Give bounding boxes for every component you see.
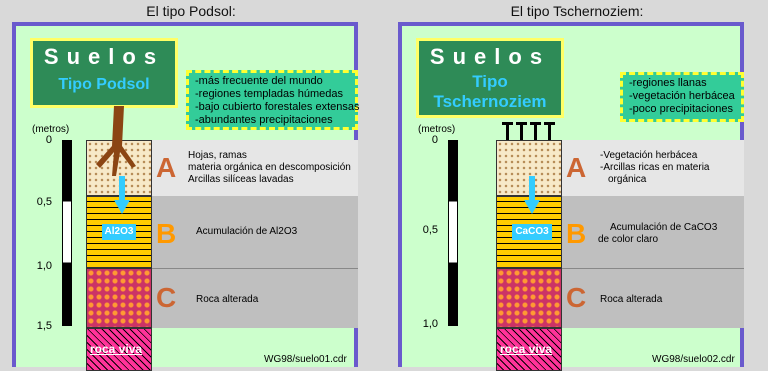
panel-podsol: El tipo Podsol: Suelos Tipo Podsol -más … xyxy=(0,0,382,371)
arrow-down-icon xyxy=(524,176,540,214)
panel-title: El tipo Tschernoziem: xyxy=(510,3,644,19)
note-line: -vegetación herbácea xyxy=(629,90,735,102)
note-line: -regiones templadas húmedas xyxy=(195,88,343,100)
horizon-letter: B xyxy=(566,218,587,249)
horizon-c-band xyxy=(562,268,744,328)
diagram-frame: Suelos Tipo Tschernoziem -regiones llana… xyxy=(398,22,744,371)
note-line: -más frecuente del mundo xyxy=(195,75,323,87)
chem-label: Al2O3 xyxy=(102,224,136,240)
credit: WG98/suelo01.cdr xyxy=(264,354,347,365)
logo-box: Suelos Tipo Podsol xyxy=(30,38,178,108)
diagram-frame: Suelos Tipo Podsol -más frecuente del mu… xyxy=(12,22,360,371)
bedrock xyxy=(86,328,152,371)
panel-tschernoziem: El tipo Tschernoziem: Suelos Tipo Tscher… xyxy=(386,0,768,371)
logo-title: Suelos xyxy=(429,44,551,69)
logo-subtitle: Tipo Tschernoziem xyxy=(433,72,547,111)
tick-label: 0,5 xyxy=(36,196,52,208)
horizon-b-desc: Acumulación de CaCO3 de color claro xyxy=(598,222,717,246)
horizon-c-desc: Roca alterada xyxy=(600,294,663,305)
chem-label: CaCO3 xyxy=(512,224,552,240)
desc-line: Arcillas silíceas lavadas xyxy=(188,174,294,185)
horizon-c-band xyxy=(152,268,358,328)
arrow-down-icon xyxy=(114,176,130,214)
depth-scale xyxy=(448,140,458,326)
notes-box: -regiones llanas -vegetación herbácea -p… xyxy=(620,72,744,122)
tick-label: 0 xyxy=(431,134,438,146)
bedrock-label: roca viva xyxy=(90,342,143,356)
horizon-b-band xyxy=(152,196,358,268)
bedrock-label: roca viva xyxy=(500,342,553,356)
tick-label: 1,0 xyxy=(422,318,438,330)
axis-unit: (metros) xyxy=(418,124,456,135)
horizon-letter: A xyxy=(566,152,587,183)
horizon-c-desc: Roca alterada xyxy=(196,294,259,305)
horizon-c xyxy=(86,268,152,328)
logo-box: Suelos Tipo Tschernoziem xyxy=(416,38,564,118)
desc-line: Hojas, ramas xyxy=(188,150,247,161)
horizon-a-desc: Hojas, ramas materia orgánica en descomp… xyxy=(188,150,351,186)
horizon-a xyxy=(496,140,562,196)
tick-label: 0 xyxy=(45,134,52,146)
horizon-c xyxy=(496,268,562,328)
desc-line: -Vegetación herbácea xyxy=(600,150,698,161)
tick-label: 1,5 xyxy=(36,320,52,332)
horizon-b-band xyxy=(562,196,744,268)
logo-title: Suelos xyxy=(43,44,165,69)
bedrock xyxy=(496,328,562,371)
panel-title: El tipo Podsol: xyxy=(146,3,236,19)
tick-label: 0,5 xyxy=(422,224,438,236)
horizon-letter: C xyxy=(566,282,587,313)
horizon-a-desc: -Vegetación herbácea -Arcillas ricas en … xyxy=(600,150,709,186)
note-line: -abundantes precipitaciones xyxy=(195,114,333,126)
desc-line: materia orgánica en descomposición xyxy=(188,162,351,173)
axis-unit: (metros) xyxy=(32,124,70,135)
depth-scale xyxy=(62,140,72,326)
grass-icon xyxy=(502,122,555,140)
credit: WG98/suelo02.cdr xyxy=(652,354,735,365)
desc-line: -Arcillas ricas en materia xyxy=(600,162,710,173)
horizon-letter: A xyxy=(156,152,177,183)
logo-subtitle: Tipo Podsol xyxy=(58,76,150,93)
desc-line: de color claro xyxy=(598,234,659,245)
horizon-letter: C xyxy=(156,282,177,313)
note-line: -regiones llanas xyxy=(629,77,707,89)
note-line: -bajo cubierto forestales extensas xyxy=(195,101,360,113)
tree-root-icon xyxy=(96,106,136,176)
horizon-a-band xyxy=(152,140,358,196)
horizon-a-band xyxy=(562,140,744,196)
desc-line: Acumulación de CaCO3 xyxy=(610,222,718,233)
note-line: -poco precipitaciones xyxy=(629,103,733,115)
horizon-letter: B xyxy=(156,218,177,249)
desc-line: orgánica xyxy=(608,174,647,185)
horizon-b-desc: Acumulación de Al2O3 xyxy=(196,226,298,237)
notes-box: -más frecuente del mundo -regiones templ… xyxy=(186,70,360,130)
tick-label: 1,0 xyxy=(36,260,52,272)
